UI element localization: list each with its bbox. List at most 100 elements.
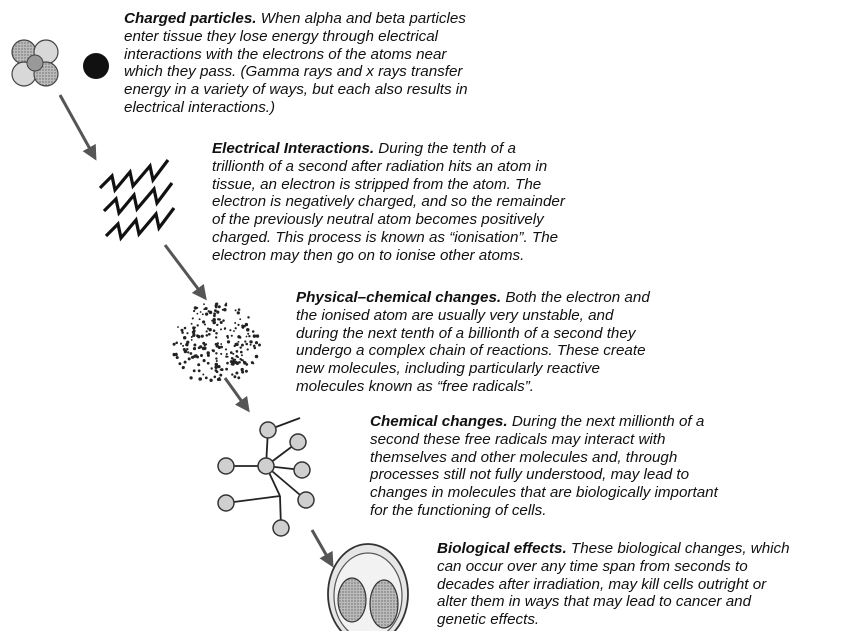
cloud-dot <box>220 328 222 330</box>
cloud-dot <box>246 336 248 338</box>
cloud-dot <box>186 348 188 350</box>
cloud-dot <box>204 344 206 346</box>
step-text-line: molecules known as “free radicals”. <box>296 378 650 396</box>
charged-particles-icon <box>12 40 109 86</box>
cloud-dot <box>211 367 213 369</box>
step-text-line: During the next millionth of a <box>508 413 705 430</box>
cloud-dot <box>215 352 217 354</box>
cloud-dot <box>182 366 185 369</box>
cloud-dot <box>245 323 248 326</box>
cloud-dot <box>246 364 248 366</box>
cloud-dot <box>227 337 229 339</box>
cloud-dot <box>231 363 233 365</box>
cloud-dot <box>237 356 239 358</box>
cloud-dot <box>217 318 219 320</box>
cloud-dot <box>252 362 254 364</box>
cloud-dot <box>235 327 237 329</box>
cloud-dot <box>241 371 244 374</box>
cloud-dot <box>180 329 183 332</box>
cloud-dot <box>193 369 196 372</box>
step-text-line: of the previously neutral atom becomes p… <box>212 211 565 229</box>
cloud-dot <box>211 320 213 322</box>
cloud-dot <box>204 323 206 325</box>
cloud-dot <box>196 313 198 315</box>
step-text-line: charged. This process is known as “ionis… <box>212 229 565 247</box>
cloud-dot <box>226 353 228 355</box>
cloud-dot <box>251 341 253 343</box>
cloud-dot <box>191 356 194 359</box>
step-text-line: When alpha and beta particles <box>257 10 466 27</box>
arrow-3 <box>225 378 248 410</box>
cloud-dot <box>212 349 214 351</box>
cloud-dot <box>189 376 192 379</box>
cloud-dot <box>255 341 258 344</box>
step-chemical-changes: Chemical changes. During the next millio… <box>370 413 718 520</box>
cloud-dot <box>225 355 227 357</box>
cloud-dot <box>209 379 212 382</box>
cloud-dot <box>256 335 258 337</box>
cloud-dot <box>239 318 241 320</box>
cloud-dot <box>214 376 217 379</box>
cloud-dot <box>176 356 179 359</box>
cloud-dot <box>241 359 243 361</box>
cloud-dot <box>244 340 246 342</box>
step-text-line: trillionth of a second after radiation h… <box>212 158 565 176</box>
cloud-dot <box>218 346 221 349</box>
cloud-dot <box>248 335 250 337</box>
cloud-dot <box>194 327 196 329</box>
cloud-dot <box>219 374 222 377</box>
cloud-dot <box>191 323 193 325</box>
cloud-dot <box>238 308 241 311</box>
cloud-dot <box>200 354 203 357</box>
cloud-dot <box>183 348 186 351</box>
cloud-dot <box>196 356 199 359</box>
cloud-dot <box>220 369 222 371</box>
cloud-dot <box>225 303 227 305</box>
cloud-dot <box>186 332 188 334</box>
cloud-dot <box>233 359 236 362</box>
cloud-dot <box>230 351 233 354</box>
cloud-dot <box>193 347 196 350</box>
cloud-dot <box>192 317 194 319</box>
cloud-dot <box>215 336 217 338</box>
cloud-dot <box>212 318 215 321</box>
cloud-dot <box>235 371 238 374</box>
cloud-dot <box>245 370 248 373</box>
step-text-line: alter them in ways that may lead to canc… <box>437 593 790 611</box>
cloud-dot <box>193 344 196 347</box>
cloud-dot <box>206 334 209 337</box>
cloud-dot <box>258 344 261 347</box>
cloud-dot <box>218 365 221 368</box>
cloud-dot <box>183 336 187 340</box>
cloud-dot <box>233 330 235 332</box>
step-text-line: processes still not fully understood, ma… <box>370 466 718 484</box>
cloud-dot <box>206 330 208 332</box>
cloud-dot <box>227 340 230 343</box>
step-heading: Charged particles. <box>124 10 257 27</box>
cloud-dot <box>235 309 237 311</box>
cloud-dot <box>237 376 240 379</box>
step-heading: Electrical Interactions. <box>212 140 374 157</box>
cloud-dot <box>250 344 252 346</box>
cloud-dot <box>232 353 234 355</box>
arrow-2 <box>165 245 205 298</box>
step-text-line: during the next tenth of a billionth of … <box>296 325 650 343</box>
cloud-dot <box>220 321 223 324</box>
cloud-dot <box>231 335 233 337</box>
cloud-dot <box>226 362 229 365</box>
step-text-line: These biological changes, which <box>567 540 790 557</box>
cloud-dot <box>203 346 207 350</box>
cloud-dot <box>203 303 205 305</box>
cloud-dot <box>197 335 200 338</box>
step-heading: Chemical changes. <box>370 413 508 430</box>
step-text-line: decades after irradiation, may kill cell… <box>437 576 790 594</box>
step-heading: Physical–chemical changes. <box>296 289 501 306</box>
step-text-line: genetic effects. <box>437 611 790 629</box>
free-radical-cloud-icon <box>173 303 261 382</box>
step-electrical-interactions: Electrical Interactions. During the tent… <box>212 140 565 265</box>
cloud-dot <box>193 333 195 335</box>
cloud-dot <box>252 330 255 333</box>
step-text-line: for the functioning of cells. <box>370 502 718 520</box>
step-text-line: which they pass. (Gamma rays and x rays … <box>124 63 468 81</box>
cloud-dot <box>241 354 243 356</box>
